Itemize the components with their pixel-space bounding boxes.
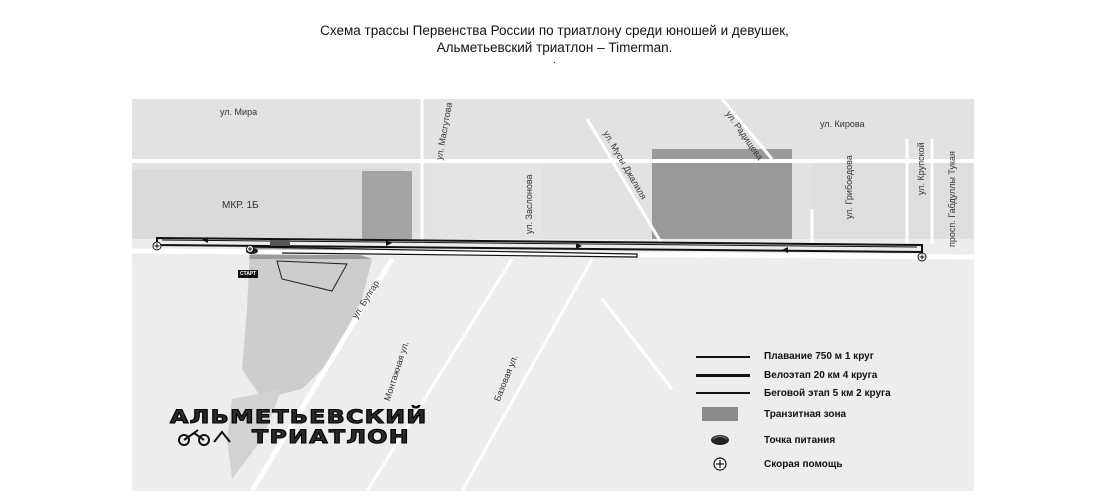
legend-transit-label: Транзитная зона xyxy=(764,408,847,420)
page-header: Схема трассы Первенства России по триатл… xyxy=(0,22,1109,66)
block-east xyxy=(812,159,972,239)
bike-line-icon xyxy=(694,367,752,383)
medical-marker-west xyxy=(152,241,162,251)
route-map: ул. Мира ул. Масгутова ул. Радищева ул. … xyxy=(132,99,974,491)
legend-medical-label: Скорая помощь xyxy=(764,458,843,470)
arrow-4 xyxy=(782,247,788,253)
start-badge: СТАРТ xyxy=(238,270,259,278)
street-bazovaya xyxy=(460,258,594,491)
dark-park-area xyxy=(652,149,792,239)
title-line-1: Схема трассы Первенства России по триатл… xyxy=(320,23,789,38)
label-zaslonova: ул. Заслонова xyxy=(524,174,534,234)
legend-transit: Транзитная зона xyxy=(694,406,954,422)
street-main xyxy=(132,248,974,260)
street-bulgar xyxy=(249,257,395,491)
legend-medical: Скорая помощь xyxy=(694,456,954,472)
legend-bike-label: Велоэтап 20 км 4 круга xyxy=(764,369,878,381)
legend-run-label: Беговой этап 5 км 2 круга xyxy=(764,387,891,399)
food-point-icon xyxy=(694,432,752,448)
medical-marker-center xyxy=(246,245,254,253)
south-area xyxy=(132,259,974,491)
logo-line-1: АЛЬМЕТЬЕВСКИЙ xyxy=(169,406,428,429)
map-canvas xyxy=(132,99,974,491)
label-tukaya: просп. Габдуллы Тукая xyxy=(947,151,957,247)
label-mkr: МКР. 1Б xyxy=(222,200,259,211)
legend-food-label: Точка питания xyxy=(764,434,836,446)
logo-line-2: ТРИАТЛОН xyxy=(251,426,410,449)
medical-marker-east xyxy=(917,252,927,262)
run-line-icon xyxy=(694,385,752,401)
legend-run: Беговой этап 5 км 2 круга xyxy=(694,385,954,401)
arrow-3 xyxy=(576,243,582,249)
street-radischeva xyxy=(720,99,774,160)
logo-athlete-icon xyxy=(178,429,231,446)
street-east-diag xyxy=(600,298,674,390)
street-dzhalilya xyxy=(585,118,664,245)
swim-route xyxy=(276,260,348,292)
title-dot: . xyxy=(553,55,556,66)
block-mkr xyxy=(132,169,402,239)
street-montazhnaya xyxy=(365,258,514,491)
title-line-2: Альметьевский триатлон – Timerman. xyxy=(436,40,673,55)
label-griboedova: ул. Грибоедова xyxy=(844,155,854,219)
arrow-1 xyxy=(202,237,208,243)
transit-zone-marker xyxy=(270,240,290,246)
swim-line-icon xyxy=(694,348,752,364)
medical-plus-icon xyxy=(694,456,752,472)
label-kirova: ул. Кирова xyxy=(820,119,865,129)
run-route xyxy=(251,246,638,258)
legend-bike: Велоэтап 20 км 4 круга xyxy=(694,367,954,383)
legend-swim-label: Плавание 750 м 1 круг xyxy=(764,350,874,362)
legend-swim: Плавание 750 м 1 круг xyxy=(694,348,954,364)
block-center xyxy=(432,159,542,239)
legend-food: Точка питания xyxy=(694,432,954,448)
label-krupskoy: ул. Крупской xyxy=(916,142,926,195)
arrow-2 xyxy=(386,240,392,246)
brand-logo: АЛЬМЕТЬЕВСКИЙ ТРИАТЛОН xyxy=(169,406,490,456)
label-mira: ул. Мира xyxy=(220,107,258,117)
transit-zone-icon xyxy=(694,406,752,422)
dark-area-lake-top xyxy=(362,171,412,241)
